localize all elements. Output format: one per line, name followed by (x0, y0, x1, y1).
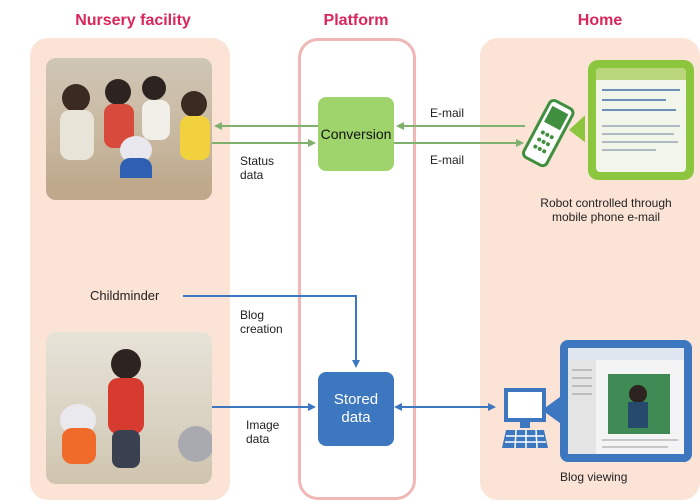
computer-monitor-icon (504, 388, 564, 428)
blog-screen-content (568, 348, 684, 454)
header-home: Home (577, 12, 623, 29)
stored-data-box: Stored data (318, 372, 394, 446)
children-with-robot-photo (46, 58, 212, 200)
stored-data-line2: data (341, 409, 371, 426)
blog-creation-line2: creation (240, 322, 283, 336)
phone-screen-content (596, 68, 686, 172)
email-label-top: E-mail (430, 106, 465, 120)
blog-viewing-label: Blog viewing (560, 470, 628, 484)
keyboard-icon (502, 429, 548, 449)
robot-controlled-line1: Robot controlled through (540, 196, 672, 210)
status-data-label: Status data (240, 154, 274, 182)
child-with-robot-photo (46, 332, 212, 484)
stored-data-line1: Stored (333, 391, 379, 408)
header-platform: Platform (323, 12, 389, 29)
blog-screen-frame (560, 340, 692, 462)
image-data-line1: Image (246, 418, 280, 432)
robot-controlled-label: Robot controlled through mobile phone e-… (516, 196, 696, 224)
blog-creation-arrow (183, 295, 360, 368)
image-data-label: Image data (246, 418, 279, 446)
mobile-phone-icon (521, 98, 585, 168)
conversion-box: Conversion (318, 97, 394, 171)
childminder-label: Childminder (90, 288, 160, 303)
blog-creation-line1: Blog (240, 308, 265, 322)
email-label-bottom: E-mail (430, 153, 465, 167)
phone-screen-frame (588, 60, 694, 180)
header-nursery-facility: Nursery facility (75, 12, 191, 29)
robot-controlled-line2: mobile phone e-mail (551, 210, 661, 224)
status-data-line1: Status (240, 154, 275, 168)
image-data-line2: data (246, 432, 270, 446)
blog-creation-label: Blog creation (240, 308, 283, 336)
status-data-line2: data (240, 168, 264, 182)
